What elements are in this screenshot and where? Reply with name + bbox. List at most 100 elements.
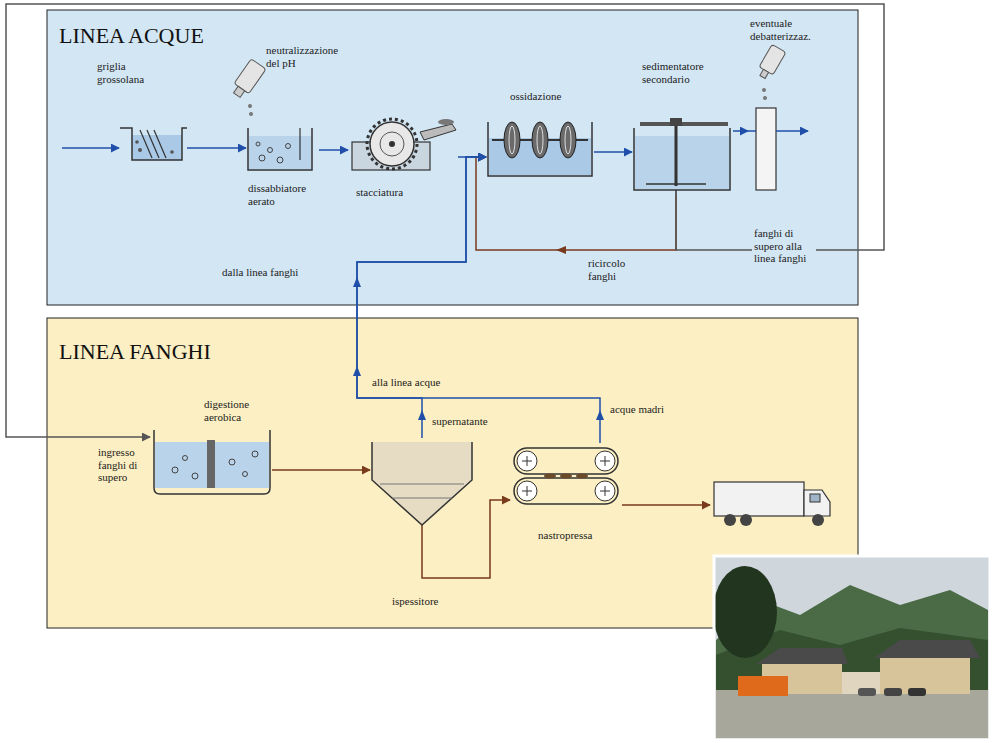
grit-tank [248, 128, 312, 170]
site-photo [713, 566, 777, 658]
dosing-bottle [248, 104, 252, 108]
flow-label: acque madri [608, 402, 666, 417]
truck [622, 504, 710, 506]
grit-tank [268, 148, 273, 153]
flow-connector [476, 157, 676, 250]
grit-tank [259, 155, 265, 161]
site-photo [738, 676, 788, 696]
truck [812, 514, 824, 526]
oxidation-tank [537, 126, 543, 154]
digester-tank [192, 473, 198, 479]
flow-connector [6, 4, 884, 437]
thickener [422, 525, 474, 578]
unit-label: dissabbiatore aerato [248, 182, 319, 207]
band-panel: LINEA ACQUE griglia grossolana dissabbiato… [47, 10, 858, 305]
band-panel: LINEA FANGHI digestione aerobica ispessito… [47, 318, 858, 628]
digester-tank [154, 430, 270, 494]
unit-label: eventuale debatterizzaz. [750, 17, 854, 42]
oxidation-tank [504, 122, 520, 158]
truck [724, 514, 736, 526]
band-title: LINEA FANGHI [59, 340, 211, 364]
digester-tank [172, 467, 178, 473]
belt-press [544, 474, 556, 479]
drum-screen [438, 119, 454, 125]
flow-connector [187, 147, 246, 149]
oxidation-tank [509, 126, 515, 154]
drum-screen [352, 119, 456, 170]
thickener [372, 442, 474, 578]
thickener [392, 498, 452, 499]
truck [622, 482, 830, 526]
site-photo [858, 688, 876, 696]
drum-screen [370, 122, 414, 166]
unit-label: griglia grossolana [97, 60, 167, 85]
screen-channel [138, 148, 142, 152]
drum-screen [367, 119, 417, 169]
screen-channel [120, 128, 187, 160]
digester-tank [207, 440, 215, 488]
grit-tank [286, 144, 291, 149]
drum-screen [420, 124, 456, 140]
drum-screen [389, 141, 395, 147]
thickener [380, 484, 464, 485]
drum-screen [380, 132, 404, 156]
screen-channel [154, 130, 166, 158]
oxidation-tank [488, 122, 592, 176]
screen-channel [140, 130, 152, 158]
process-unit: griglia grossolana [95, 60, 187, 164]
digester-tank [183, 456, 188, 461]
settling-tank [634, 118, 730, 194]
belt-press [514, 448, 618, 504]
disinfection-column [762, 88, 766, 92]
inflow-arrow [62, 147, 119, 149]
belt-press [560, 474, 572, 479]
band-ground [47, 10, 858, 628]
settling-tank [640, 122, 728, 126]
process-unit: sedimentatore secondario [632, 60, 733, 194]
grit-tank [299, 128, 300, 160]
flow-label: fanghi di supero alla linea fanghi [752, 226, 816, 266]
unit-label: digestione aerobica [204, 398, 268, 423]
dosing-bottle [229, 59, 266, 100]
disinfection-column [760, 69, 769, 78]
site-photo [874, 640, 980, 658]
unit-label: ispessitore [392, 595, 438, 608]
site-photo [716, 690, 988, 738]
process-unit: stacciatura [348, 120, 458, 206]
digester-tank [252, 451, 258, 457]
settling-tank [675, 190, 677, 194]
grit-tank [249, 136, 311, 169]
flow-arrowhead [353, 246, 604, 420]
site-photo [908, 688, 926, 696]
site-photo [714, 556, 990, 740]
band-ground [47, 10, 858, 305]
truck [804, 490, 830, 516]
flow-connector [357, 157, 600, 443]
settling-tank [635, 136, 729, 189]
truck [740, 514, 752, 526]
inflow-arrow [62, 148, 119, 149]
flow-label: ricircolo fanghi [586, 256, 652, 283]
process-unit: ossidazione [486, 90, 594, 180]
site-photo [714, 556, 990, 740]
flow-connector [594, 151, 632, 153]
unit-label: ossidazione [510, 90, 561, 103]
disinfection-column [756, 44, 786, 81]
unit-label: nastropressa [538, 529, 592, 542]
process-unit: nastropressa [510, 443, 622, 545]
unit-label: sedimentatore secondario [642, 60, 730, 85]
flow-connector [272, 469, 370, 471]
process-unit: dissabbiatore aerato [246, 124, 319, 214]
process-unit: digestione aerobica [150, 398, 272, 494]
disinfection-column [748, 130, 756, 132]
oxidation-tank [532, 122, 548, 158]
oxidation-tank [488, 122, 592, 176]
unit-label: stacciatura [356, 186, 403, 199]
settling-tank [646, 183, 706, 185]
site-photo [713, 556, 990, 740]
oxidation-tank [560, 122, 576, 158]
dosing-bottle [234, 86, 245, 97]
band-title: LINEA ACQUE [59, 24, 204, 48]
